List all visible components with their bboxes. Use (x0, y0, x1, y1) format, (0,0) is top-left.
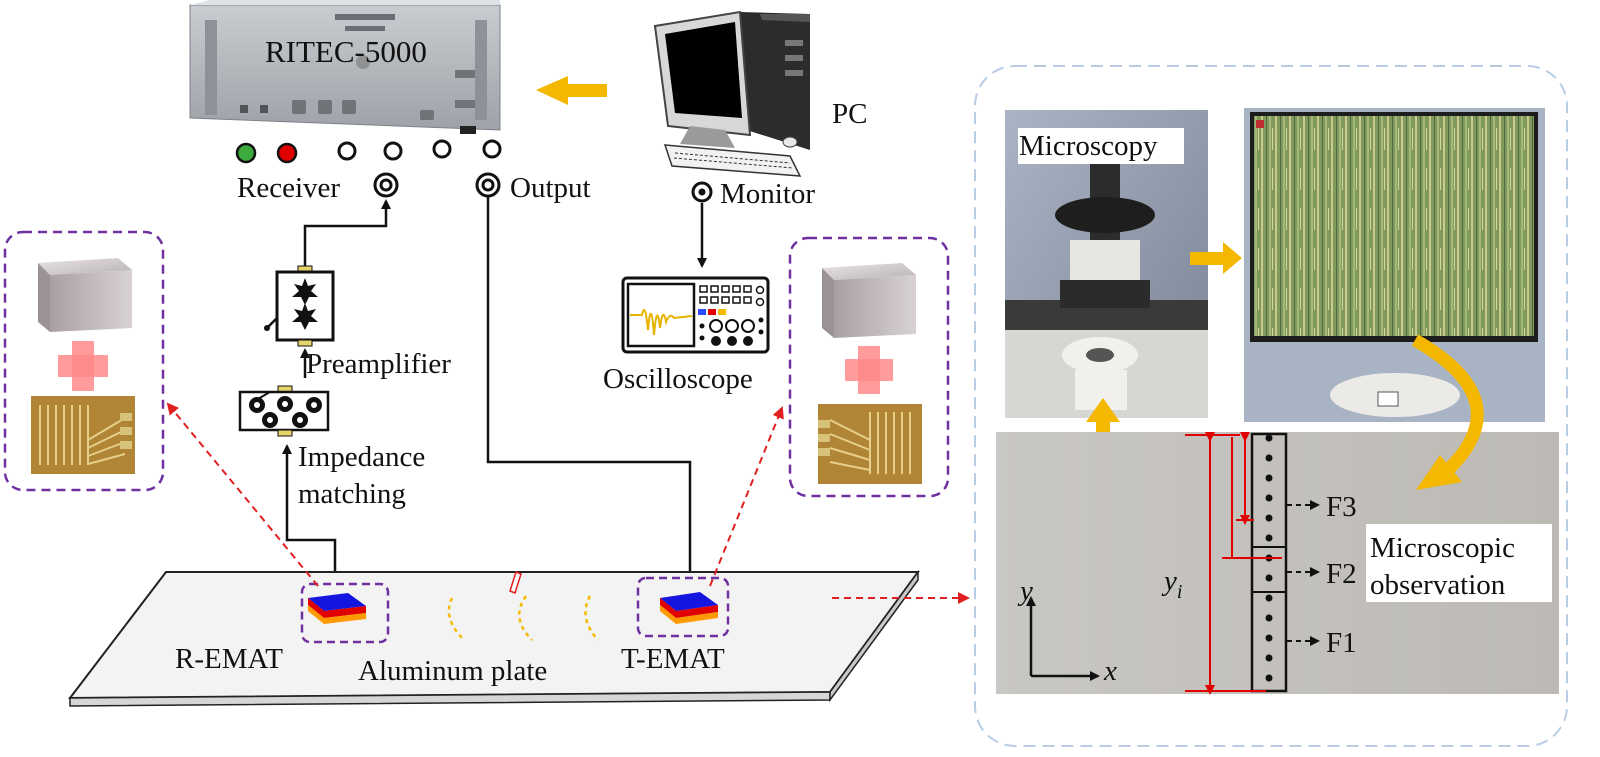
microscopic-label-line2: observation (1370, 569, 1506, 601)
axis-x-label: x (1103, 655, 1117, 687)
f3-label: F3 (1326, 491, 1357, 523)
aluminum-plate-label: Aluminum plate (358, 655, 547, 687)
impedance-label-line1: Impedance (298, 441, 425, 473)
t-emat-label: T-EMAT (621, 643, 725, 675)
yi-main: y (1161, 565, 1177, 597)
microscopic-label-line1: Microscopic (1370, 532, 1515, 564)
microscopy-label: Microscopy (1019, 130, 1158, 162)
axis-y-label: y (1017, 575, 1033, 607)
monitor-label: Monitor (720, 178, 815, 210)
output-port (475, 172, 501, 198)
r-emat (300, 582, 390, 644)
f1-label: F1 (1326, 627, 1357, 659)
r-emat-label: R-EMAT (175, 643, 283, 675)
signal-wires (282, 196, 695, 588)
impedance-label-line2: matching (298, 478, 406, 510)
preamplifier-device (264, 265, 335, 347)
oscilloscope-device (621, 276, 770, 354)
left-component-box (3, 230, 165, 492)
dashed-links (166, 402, 970, 604)
receiver-port (373, 172, 399, 198)
impedance-matching-device (238, 385, 330, 437)
monitor-to-observation-arrow (1411, 334, 1484, 490)
ritec-instrument: RITEC-5000 (189, 0, 501, 134)
microscopic-observation-backing (1366, 524, 1552, 602)
monitor-port (691, 181, 713, 203)
yi-label: yi (1161, 565, 1182, 603)
oscilloscope-label: Oscilloscope (603, 363, 753, 395)
ritec-label: RITEC-5000 (265, 34, 427, 69)
pc-computer (653, 10, 810, 177)
microscope-photo: Microscopy (1005, 110, 1208, 418)
yi-subscript: i (1177, 581, 1183, 603)
output-label: Output (510, 172, 591, 204)
t-emat (636, 576, 730, 638)
f2-label: F2 (1326, 558, 1357, 590)
analysis-region-border (974, 65, 1568, 747)
preamplifier-label: Preamplifier (306, 348, 451, 380)
receiver-label: Receiver (237, 172, 340, 204)
microscopy-to-monitor-arrow (1190, 242, 1242, 274)
microscopic-monitor-photo (1244, 108, 1545, 422)
pc-to-ritec-arrow (536, 76, 607, 105)
instrument-connectors (235, 139, 502, 164)
pc-label: PC (832, 98, 867, 130)
right-component-box (788, 236, 950, 498)
